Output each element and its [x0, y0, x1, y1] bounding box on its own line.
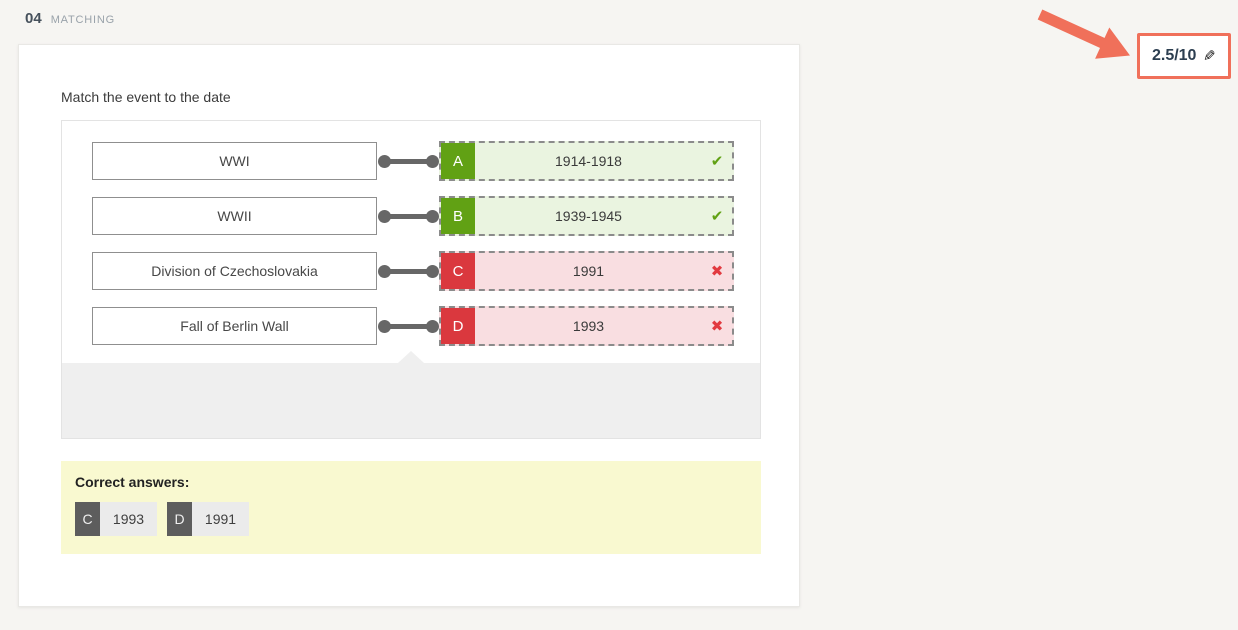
answer-letter-badge: C [441, 253, 475, 289]
question-prompt: Match the event to the date [61, 89, 231, 105]
answer-drop-zone[interactable]: B 1939-1945 ✔ [439, 196, 734, 236]
question-number: 04 [25, 10, 42, 27]
chip-letter-badge: D [167, 502, 192, 536]
connector-line [377, 251, 439, 291]
answer-drop-zone[interactable]: D 1993 ✖ [439, 306, 734, 346]
connector-shaft [383, 268, 435, 274]
chip-answer-label: 1993 [100, 502, 157, 536]
correct-answers-chips: C 1993 D 1991 [75, 502, 747, 536]
answer-label: 1914-1918 [555, 153, 622, 169]
correct-answers-panel: Correct answers: C 1993 D 1991 [61, 461, 761, 554]
event-box[interactable]: Fall of Berlin Wall [92, 307, 377, 345]
result-icon: ✖ [710, 318, 724, 335]
answer-label: 1991 [572, 263, 605, 279]
event-box[interactable]: WWII [92, 197, 377, 235]
answer-letter-badge: D [441, 308, 475, 344]
result-icon: ✖ [710, 263, 724, 280]
result-icon: ✔ [710, 153, 724, 170]
connector-line [377, 141, 439, 181]
score-box[interactable]: 2.5/10 ✎ [1137, 33, 1231, 79]
score-value: 2.5/10 [1151, 47, 1197, 64]
question-header: 04 MATCHING [25, 10, 115, 27]
answer-label: 1939-1945 [555, 208, 622, 224]
connector-shaft [383, 158, 435, 164]
event-box[interactable]: Division of Czechoslovakia [92, 252, 377, 290]
match-row: Fall of Berlin Wall D 1993 ✖ [92, 306, 760, 346]
connector-line [377, 196, 439, 236]
event-label: WWI [219, 153, 250, 169]
connector-shaft [383, 323, 435, 329]
correct-answer-chip: D 1991 [167, 502, 249, 536]
edit-pencil-icon[interactable]: ✎ [1203, 48, 1217, 65]
chip-answer-label: 1991 [192, 502, 249, 536]
answer-label: 1993 [572, 318, 605, 334]
connector-shaft [383, 213, 435, 219]
event-box[interactable]: WWI [92, 142, 377, 180]
match-row: WWII B 1939-1945 ✔ [92, 196, 760, 236]
correct-answers-title: Correct answers: [75, 474, 190, 490]
match-row: WWI A 1914-1918 ✔ [92, 141, 760, 181]
question-type-label: MATCHING [50, 14, 115, 26]
answer-letter-badge: A [441, 143, 475, 179]
event-label: Division of Czechoslovakia [151, 263, 318, 279]
choices-drop-pool[interactable] [62, 351, 760, 438]
answer-drop-zone[interactable]: A 1914-1918 ✔ [439, 141, 734, 181]
chip-letter-badge: C [75, 502, 100, 536]
annotation-arrow-icon [1037, 9, 1130, 59]
result-icon: ✔ [710, 208, 724, 225]
matching-panel: WWI A 1914-1918 ✔ WWII B 1939-1945 ✔ Div… [61, 120, 761, 439]
event-label: WWII [217, 208, 252, 224]
match-row: Division of Czechoslovakia C 1991 ✖ [92, 251, 760, 291]
answer-letter-badge: B [441, 198, 475, 234]
connector-line [377, 306, 439, 346]
correct-answer-chip: C 1993 [75, 502, 157, 536]
event-label: Fall of Berlin Wall [180, 318, 289, 334]
question-card: Match the event to the date WWI A 1914-1… [18, 44, 800, 607]
answer-drop-zone[interactable]: C 1991 ✖ [439, 251, 734, 291]
matching-rows: WWI A 1914-1918 ✔ WWII B 1939-1945 ✔ Div… [62, 121, 760, 346]
